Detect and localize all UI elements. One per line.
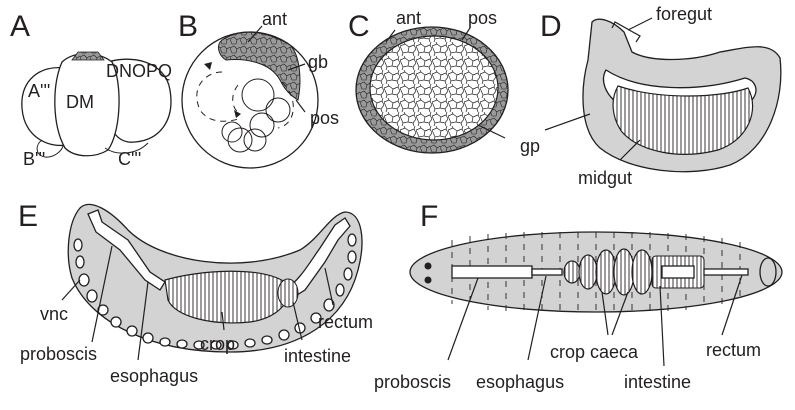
- label-crop-caeca: crop caeca: [550, 342, 639, 362]
- label-gb: gb: [308, 52, 328, 72]
- intestine-lumen: [662, 266, 694, 278]
- panel-letter-c: C: [348, 10, 370, 43]
- panel-letter-b: B: [178, 10, 198, 43]
- label-dnopq-cell: DNOPQ: [106, 61, 172, 81]
- label-vnc: vnc: [40, 304, 68, 324]
- label-proboscis-e: proboscis: [20, 344, 97, 364]
- panel-letter-a: A: [10, 10, 30, 43]
- panel-letter-d: D: [540, 10, 562, 43]
- panel-c: C ant pos: [348, 8, 508, 153]
- label-dm-cell: DM: [66, 92, 94, 112]
- label-foregut: foregut: [656, 4, 712, 24]
- micromere-cap: [72, 52, 104, 60]
- label-crop: crop: [200, 334, 235, 354]
- germinal-plate: [370, 36, 498, 140]
- proboscis-f: [452, 266, 532, 278]
- intestine-segment: [278, 279, 298, 307]
- label-ant-b: ant: [262, 9, 287, 29]
- rectum-f: [704, 269, 748, 275]
- label-b-cell: B''': [23, 149, 45, 169]
- label-intestine-f: intestine: [624, 372, 691, 392]
- eye-spot-icon: [425, 263, 432, 270]
- label-rectum-e: rectum: [318, 312, 373, 332]
- label-a-cell: A''': [28, 81, 50, 101]
- label-rectum-f: rectum: [706, 340, 761, 360]
- leader-gp-d: [545, 114, 590, 130]
- leader-vnc: [62, 280, 80, 300]
- label-esophagus-f: esophagus: [476, 372, 564, 392]
- panel-letter-e: E: [18, 200, 38, 233]
- panel-b: B ant gb pos: [178, 9, 339, 168]
- esophagus-f: [532, 269, 562, 275]
- label-gp: gp: [520, 136, 540, 156]
- panel-d: D foregut midgut gp: [520, 4, 781, 188]
- label-intestine-e: intestine: [284, 346, 351, 366]
- panel-f: F: [374, 200, 782, 392]
- eye-spot-icon: [425, 277, 432, 284]
- panel-a: A A''' DM DNOPQ B''' C''': [10, 10, 172, 169]
- label-proboscis-f: proboscis: [374, 372, 451, 392]
- label-ant-c: ant: [396, 8, 421, 28]
- posterior-sucker: [760, 258, 776, 286]
- label-pos-b: pos: [310, 108, 339, 128]
- label-midgut: midgut: [578, 168, 632, 188]
- label-esophagus-e: esophagus: [110, 366, 198, 386]
- label-c-cell: C''': [118, 149, 141, 169]
- panel-letter-f: F: [420, 200, 438, 233]
- leader-foregut: [628, 18, 652, 30]
- panel-e: E: [18, 200, 373, 386]
- label-pos-c: pos: [468, 8, 497, 28]
